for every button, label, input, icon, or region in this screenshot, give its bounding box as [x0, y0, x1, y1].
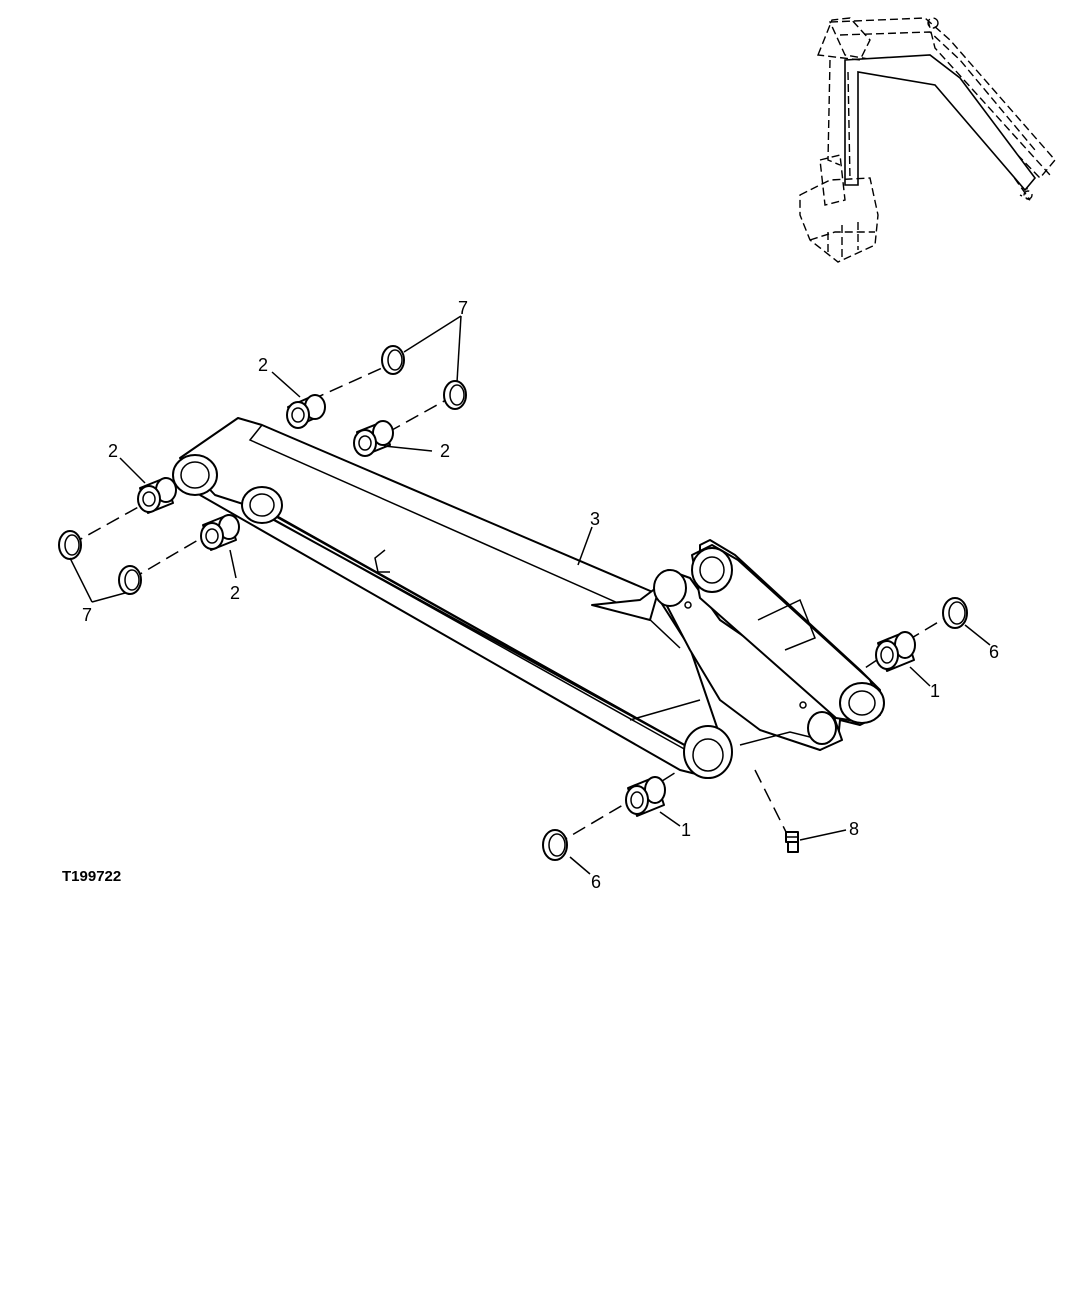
shim-7-top-b: [443, 380, 467, 410]
callout-7-top: 7: [458, 298, 468, 318]
callout-2-left: 2: [108, 441, 118, 461]
arm-assembly: [172, 417, 885, 779]
callout-2-top: 2: [258, 355, 268, 375]
locator-inset: [799, 17, 1056, 263]
callout-2-mid: 2: [440, 441, 450, 461]
leader-lines: [69, 315, 991, 875]
callout-3: 3: [590, 509, 600, 529]
callout-6-right: 6: [989, 642, 999, 662]
grease-fitting-8: [785, 831, 799, 853]
callout-1-bottom: 1: [681, 820, 691, 840]
callout-6-bottom: 6: [591, 872, 601, 892]
bushing-2-low: [200, 514, 240, 551]
bushing-2-mid: [353, 420, 394, 457]
callout-1-right: 1: [930, 681, 940, 701]
callout-8: 8: [849, 819, 859, 839]
figure-id: T199722: [62, 868, 121, 885]
bushing-2-left: [137, 477, 177, 514]
callout-2-low: 2: [230, 583, 240, 603]
bushing-2-top: [286, 394, 326, 429]
shim-7-left-a: [58, 530, 82, 560]
callouts: 2 7 2 2 2 7 3 1 6 1 6 8: [82, 298, 999, 892]
bushing-1-bottom: [625, 776, 666, 817]
shim-6-right: [942, 597, 968, 629]
callout-7-left: 7: [82, 605, 92, 625]
shim-7-top-a: [381, 345, 405, 375]
shim-7-left-b: [118, 565, 142, 595]
bushing-1-right: [875, 631, 916, 672]
shim-6-bottom: [542, 829, 568, 861]
